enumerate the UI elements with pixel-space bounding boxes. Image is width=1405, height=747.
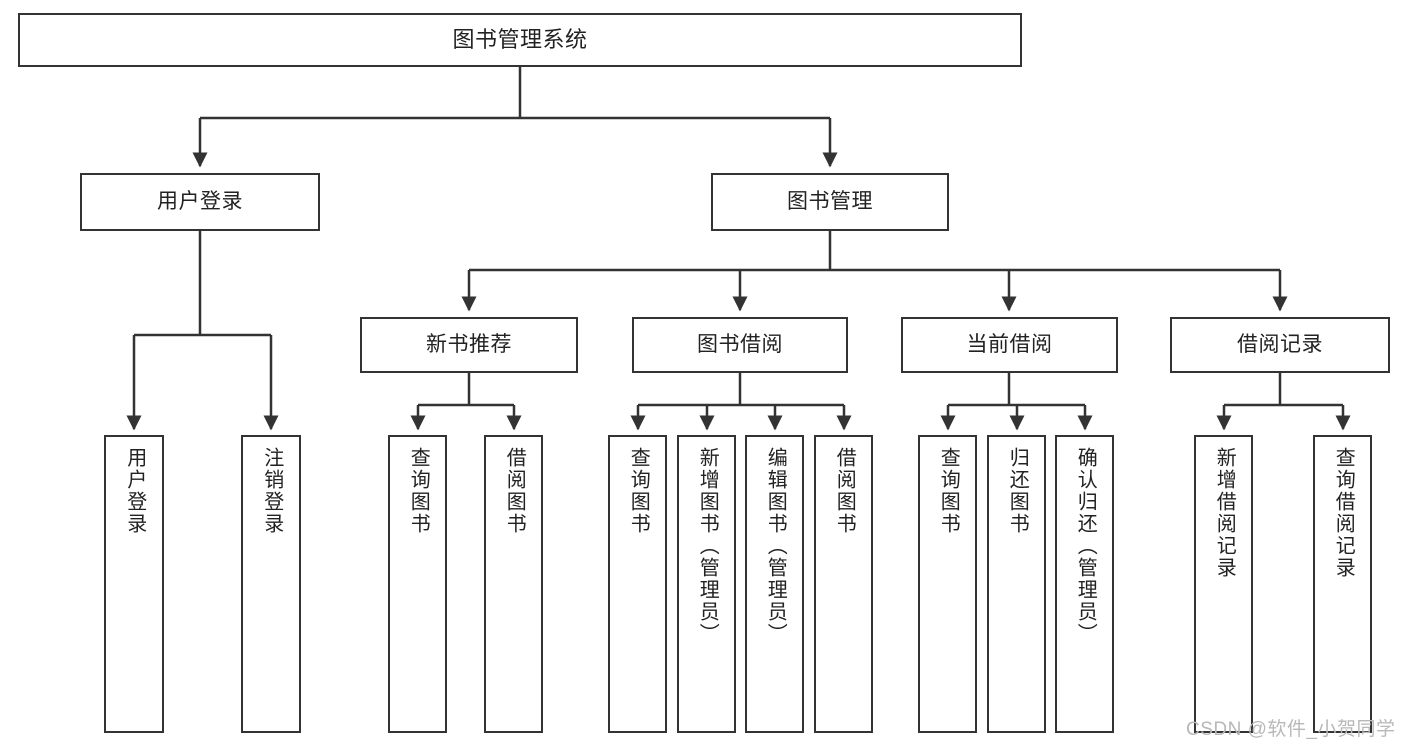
node-leaf-user-login[interactable]: 用户登录: [104, 435, 164, 733]
node-leaf-confirm-return-label: 确认归还（管理员）: [1074, 447, 1097, 645]
node-leaf-query-book-3[interactable]: 查询图书: [918, 435, 977, 733]
node-leaf-add-record-label: 新增借阅记录: [1213, 447, 1236, 579]
node-leaf-query-book-1[interactable]: 查询图书: [388, 435, 447, 733]
node-root-label: 图书管理系统: [452, 27, 588, 53]
node-leaf-user-logout-label: 注销登录: [260, 447, 283, 535]
node-leaf-query-record[interactable]: 查询借阅记录: [1313, 435, 1372, 733]
node-leaf-confirm-return[interactable]: 确认归还（管理员）: [1055, 435, 1114, 733]
node-leaf-borrow-book-1[interactable]: 借阅图书: [484, 435, 543, 733]
node-leaf-user-login-label: 用户登录: [123, 447, 146, 535]
node-book-manage-label: 图书管理: [787, 189, 873, 213]
node-borrow-record-label: 借阅记录: [1237, 332, 1323, 356]
node-leaf-add-book[interactable]: 新增图书（管理员）: [677, 435, 736, 733]
node-current-borrow[interactable]: 当前借阅: [901, 317, 1118, 373]
node-borrow-record[interactable]: 借阅记录: [1170, 317, 1390, 373]
node-book-manage[interactable]: 图书管理: [711, 173, 949, 231]
node-leaf-query-book-2-label: 查询图书: [627, 447, 650, 535]
node-leaf-user-logout[interactable]: 注销登录: [241, 435, 301, 733]
node-leaf-add-book-label: 新增图书（管理员）: [696, 447, 719, 645]
node-leaf-edit-book[interactable]: 编辑图书（管理员）: [745, 435, 804, 733]
node-new-book-rec-label: 新书推荐: [426, 332, 512, 356]
node-leaf-query-book-3-label: 查询图书: [937, 447, 960, 535]
node-root[interactable]: 图书管理系统: [18, 13, 1022, 67]
node-leaf-query-record-label: 查询借阅记录: [1332, 447, 1355, 579]
node-book-borrow[interactable]: 图书借阅: [632, 317, 848, 373]
node-user-login[interactable]: 用户登录: [80, 173, 320, 231]
node-leaf-borrow-book-1-label: 借阅图书: [503, 447, 526, 535]
node-leaf-edit-book-label: 编辑图书（管理员）: [764, 447, 787, 645]
node-user-login-label: 用户登录: [157, 189, 243, 213]
node-leaf-borrow-book-2[interactable]: 借阅图书: [814, 435, 873, 733]
node-leaf-return-book[interactable]: 归还图书: [987, 435, 1046, 733]
node-new-book-rec[interactable]: 新书推荐: [360, 317, 578, 373]
node-current-borrow-label: 当前借阅: [966, 332, 1053, 356]
node-leaf-return-book-label: 归还图书: [1006, 447, 1029, 535]
node-leaf-add-record[interactable]: 新增借阅记录: [1194, 435, 1253, 733]
csdn-watermark: CSDN @软件_小贺同学: [1186, 719, 1396, 740]
node-book-borrow-label: 图书借阅: [697, 332, 783, 356]
node-leaf-borrow-book-2-label: 借阅图书: [833, 447, 856, 535]
node-leaf-query-book-1-label: 查询图书: [407, 447, 430, 535]
node-leaf-query-book-2[interactable]: 查询图书: [608, 435, 667, 733]
